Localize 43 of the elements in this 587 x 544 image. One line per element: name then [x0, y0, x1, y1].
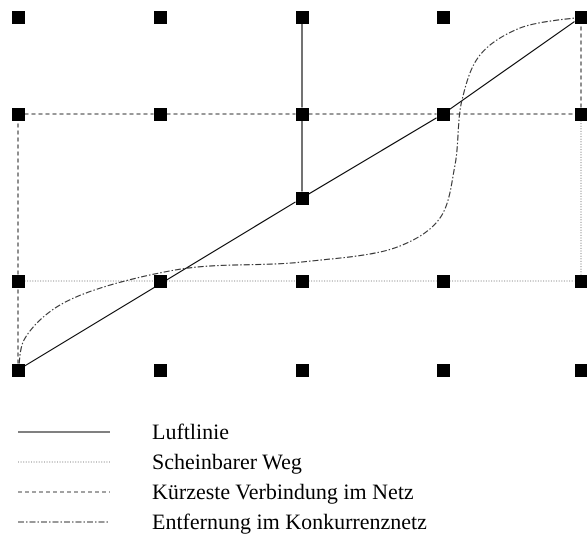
grid-point-square: [574, 364, 587, 376]
route-line: [24, 201, 296, 367]
grid-point-square: [12, 10, 24, 24]
grid-point-square: [436, 108, 450, 120]
curved-route-line: [18, 18, 575, 364]
grid-point-square: [12, 274, 24, 288]
route-line: [301, 24, 303, 108]
grid-point-square: [436, 10, 450, 24]
route-line: [580, 120, 582, 274]
grid-point-square: [296, 192, 308, 204]
grid-point-square: [296, 364, 308, 376]
grid-point-square: [574, 10, 587, 24]
route-line: [449, 21, 575, 110]
grid-point-square: [12, 364, 24, 376]
route-line: [24, 280, 154, 282]
route-line: [17, 288, 19, 364]
grid-point-square: [154, 274, 166, 288]
route-line: [166, 113, 296, 115]
grid-point-square: [296, 274, 308, 288]
route-line: [450, 113, 574, 115]
route-line: [450, 280, 574, 282]
grid-point-square: [436, 274, 450, 288]
legend-label: Kürzeste Verbindung im Netz: [152, 479, 414, 505]
route-line: [308, 280, 436, 282]
route-line: [308, 117, 437, 195]
route-line: [17, 120, 19, 274]
route-line: [308, 113, 436, 115]
legend-label: Luftlinie: [152, 419, 229, 445]
grid-point-square: [574, 274, 587, 288]
grid-point-square: [296, 108, 308, 120]
grid-point-square: [296, 10, 308, 24]
legend-label: Scheinbarer Weg: [152, 449, 302, 475]
route-line: [301, 120, 303, 192]
grid-point-square: [154, 10, 166, 24]
route-line: [166, 280, 296, 282]
grid-point-square: [12, 108, 24, 120]
route-line: [580, 24, 582, 108]
grid-point-square: [574, 108, 587, 120]
grid-point-square: [154, 108, 166, 120]
grid-point-square: [436, 364, 450, 376]
grid-point-square: [154, 364, 166, 376]
legend-label: Entfernung im Konkurrenznetz: [152, 509, 427, 535]
route-line: [24, 113, 154, 115]
